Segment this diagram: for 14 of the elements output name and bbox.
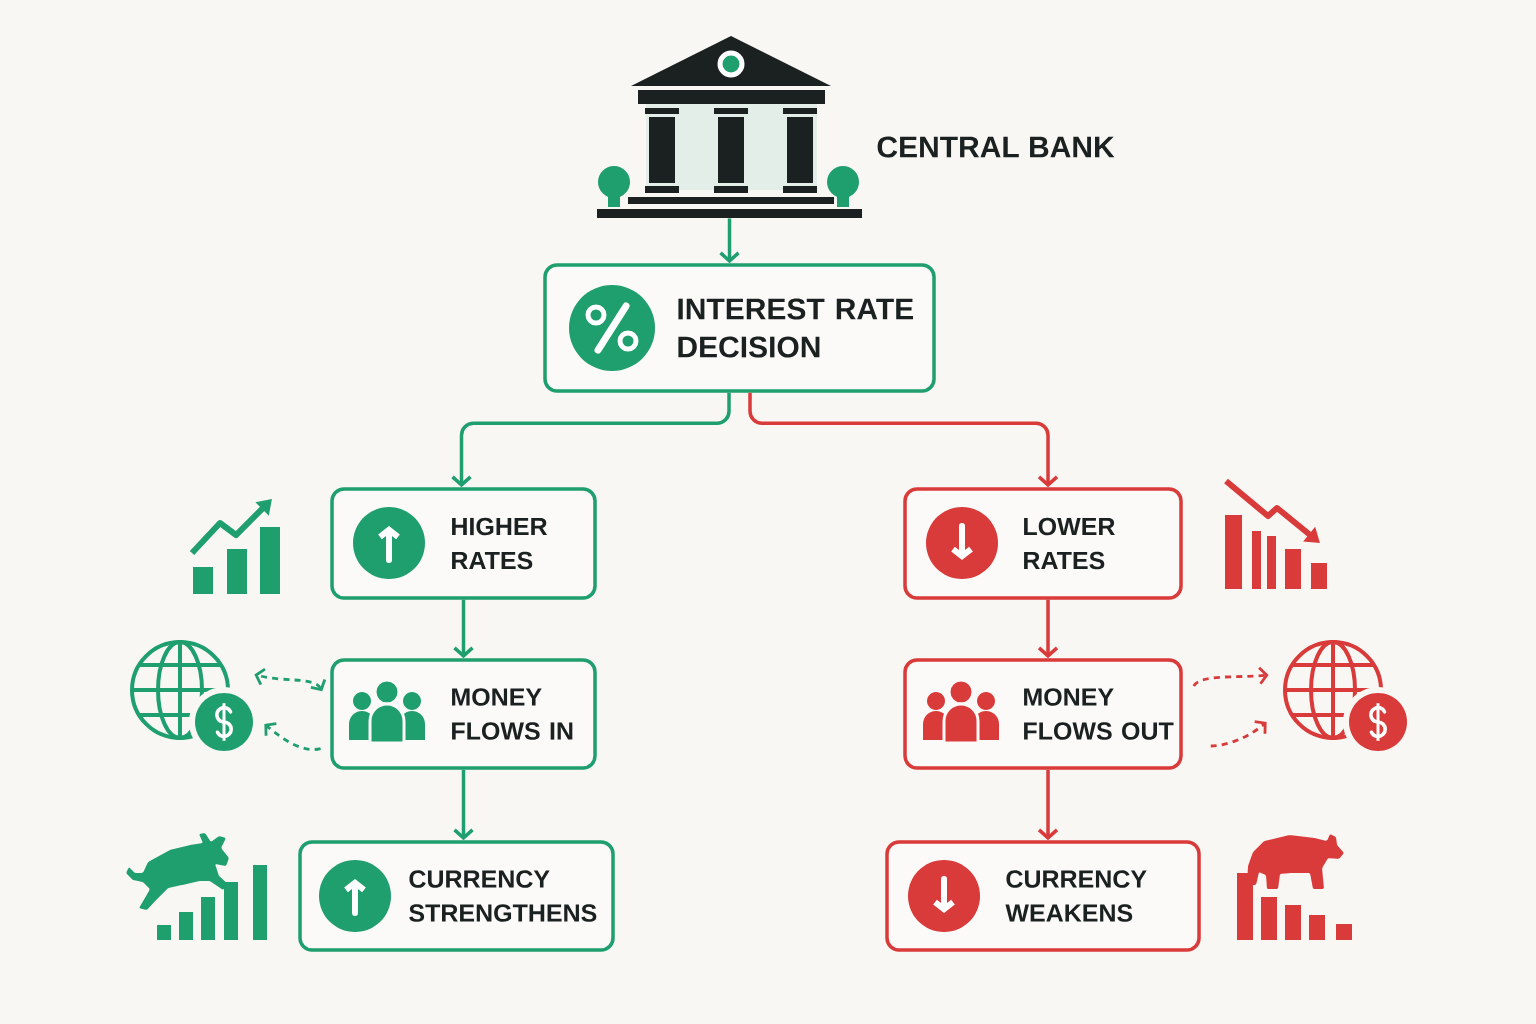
arrow [748,392,1059,488]
dashed-arrow [1192,666,1269,687]
dashed-arrow [254,667,327,692]
globe-icon [130,640,253,751]
dashed-arrow [264,722,321,751]
arrow [453,599,474,659]
arrow [1037,769,1059,841]
dashed-arrow [1210,720,1267,748]
globe-icon [1283,640,1407,751]
arrow [453,769,474,841]
arrow [719,218,740,264]
arrow [451,392,731,488]
bank-label: CENTRAL BANK [877,136,1115,158]
arrow [1037,599,1059,659]
